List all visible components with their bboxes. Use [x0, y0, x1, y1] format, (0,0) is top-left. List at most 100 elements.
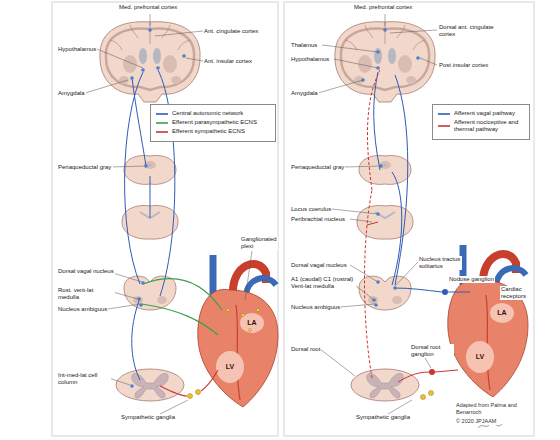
- ganglionated-plexus: [248, 328, 251, 331]
- structure-label: Dorsal ant. cingulate cortex: [438, 24, 502, 38]
- structure-label: Thalamus: [290, 42, 318, 49]
- leader-lines: [113, 292, 138, 299]
- nucleus-dot: [137, 297, 141, 301]
- legend-swatch: [155, 129, 169, 135]
- leader-lines: [334, 59, 378, 68]
- legend-swatch: [437, 123, 451, 129]
- leader-lines: [318, 80, 363, 93]
- nucleus-dot: [182, 54, 186, 58]
- leader-lines: [320, 349, 355, 376]
- left-anatomy: [198, 255, 278, 407]
- nucleus-dot: [130, 384, 134, 388]
- structure-label: Dorsal vagal nucleus: [57, 268, 115, 275]
- nucleus-dot: [376, 212, 380, 216]
- chamber-label: LA: [497, 309, 506, 317]
- structure-label: Nodose ganglion: [448, 276, 495, 283]
- parasympathetic-pathway: [142, 304, 218, 335]
- structure-label: Nucleus ambiguus: [290, 304, 341, 311]
- sympathetic-ganglion: [429, 391, 434, 396]
- structure-label: Sympathetic ganglia: [120, 414, 176, 421]
- parasympathetic-pathway: [143, 279, 222, 310]
- legend-text: Central autonomic network: [172, 110, 243, 117]
- chamber-label: LA: [247, 319, 256, 327]
- right-anatomy: [335, 22, 528, 401]
- leader-lines: [390, 30, 437, 33]
- nucleus-dot: [130, 28, 420, 388]
- sympathetic-ganglion: [421, 395, 426, 400]
- leader-lines: [420, 58, 437, 65]
- panel-frame: [284, 2, 534, 436]
- ganglionated-plexus: [226, 308, 229, 311]
- leader-lines: [388, 400, 412, 414]
- legend-row: Afferent vagal pathway: [437, 110, 525, 117]
- leader-lines: [110, 166, 146, 167]
- nucleus-dot: [361, 78, 365, 82]
- afferent-nociceptive-pathway: [367, 222, 378, 225]
- leader-lines: [150, 14, 151, 26]
- sympathetic-pathway: [160, 370, 218, 396]
- structure-label: Int-med-lat cell column: [57, 372, 111, 386]
- afferent-vagal-pathway: [374, 72, 380, 170]
- nucleus-dot: [376, 280, 380, 284]
- afferent-vagal-pathway: [395, 75, 408, 285]
- leader-lines: [109, 378, 130, 385]
- structure-label: Dorsal root: [290, 346, 321, 353]
- legend-text: Afferent vagal pathway: [454, 110, 515, 117]
- nucleus-dot: [374, 303, 378, 307]
- structure-label: Nucleus tractus solitarius: [418, 256, 462, 270]
- legend-row: Central autonomic network: [155, 110, 271, 117]
- structure-label: Cardiac receptors: [500, 286, 532, 300]
- legend-text: Efferent sympathetic ECNS: [172, 128, 245, 135]
- nucleus-dot: [393, 286, 397, 290]
- structure-label: Periaqueductal gray: [290, 164, 345, 171]
- sympathetic-pathway: [160, 386, 187, 396]
- legend-swatch: [155, 111, 169, 117]
- structure-label: Dorsal root ganglion: [410, 344, 454, 358]
- legend-row: Afferent nociceptive and thermal pathway: [437, 119, 525, 133]
- leader-lines: [245, 251, 252, 300]
- legend-swatch: [156, 113, 168, 115]
- ganglion-dot: [429, 369, 435, 375]
- leader-lines: [186, 58, 203, 61]
- structure-label: Post insular cortex: [438, 62, 489, 69]
- structure-label: Hypothalamus: [290, 56, 330, 63]
- central-autonomic-pathway: [125, 72, 143, 284]
- leader-lines: [332, 209, 378, 214]
- structure-label: Peribrachial nucleus: [290, 216, 346, 223]
- right-anatomy: [335, 22, 435, 102]
- structure-label: Med. prefrontal cortex: [118, 4, 178, 11]
- legend-swatch: [155, 120, 169, 126]
- afferent-nociceptive-pathway: [367, 70, 380, 190]
- afferent-nociceptive-pathway: [365, 190, 373, 378]
- structure-label: A1 (caudal) C1 (rostral) Vent-lat medull…: [290, 276, 356, 290]
- afferent-nociceptive-pathway: [398, 372, 429, 382]
- sympathetic-ganglion: [188, 394, 193, 399]
- panel-frame: [52, 2, 278, 436]
- parasympathetic-pathway: [142, 279, 222, 335]
- sympathetic-ganglion: [196, 390, 201, 395]
- leader-lines: [160, 400, 188, 414]
- legend-row: Efferent sympathetic ECNS: [155, 128, 271, 135]
- nucleus-dot: [130, 76, 134, 80]
- structure-label: Adapted from Palma and Benarroch: [455, 402, 531, 415]
- nucleus-dot: [372, 298, 376, 302]
- structure-label: Sympathetic ganglia: [355, 414, 411, 421]
- left-anatomy: [100, 22, 278, 407]
- leader-lines: [108, 304, 140, 309]
- nucleus-dot: [148, 28, 152, 32]
- ganglionated-plexus: [256, 308, 259, 311]
- legend-text: Afferent nociceptive and thermal pathway: [454, 119, 525, 133]
- structure-label: Ant. insular cortex: [203, 58, 253, 65]
- structure-label: Amygdala: [290, 90, 319, 97]
- structure-label: Ant. cingulate cortex: [203, 28, 259, 35]
- structure-label: Amygdala: [57, 90, 86, 97]
- central-autonomic-pathway: [132, 78, 146, 166]
- nucleus-dot: [141, 68, 145, 72]
- structure-label: Med. prefrontal cortex: [353, 4, 413, 11]
- chamber-label: LV: [476, 353, 484, 361]
- structure-label: Locus coerulus: [290, 206, 332, 213]
- ganglion-dot: [442, 289, 448, 295]
- afferent-vagal-pathway: [395, 288, 442, 292]
- structure-label: Dorsal vagal nucleus: [290, 262, 348, 269]
